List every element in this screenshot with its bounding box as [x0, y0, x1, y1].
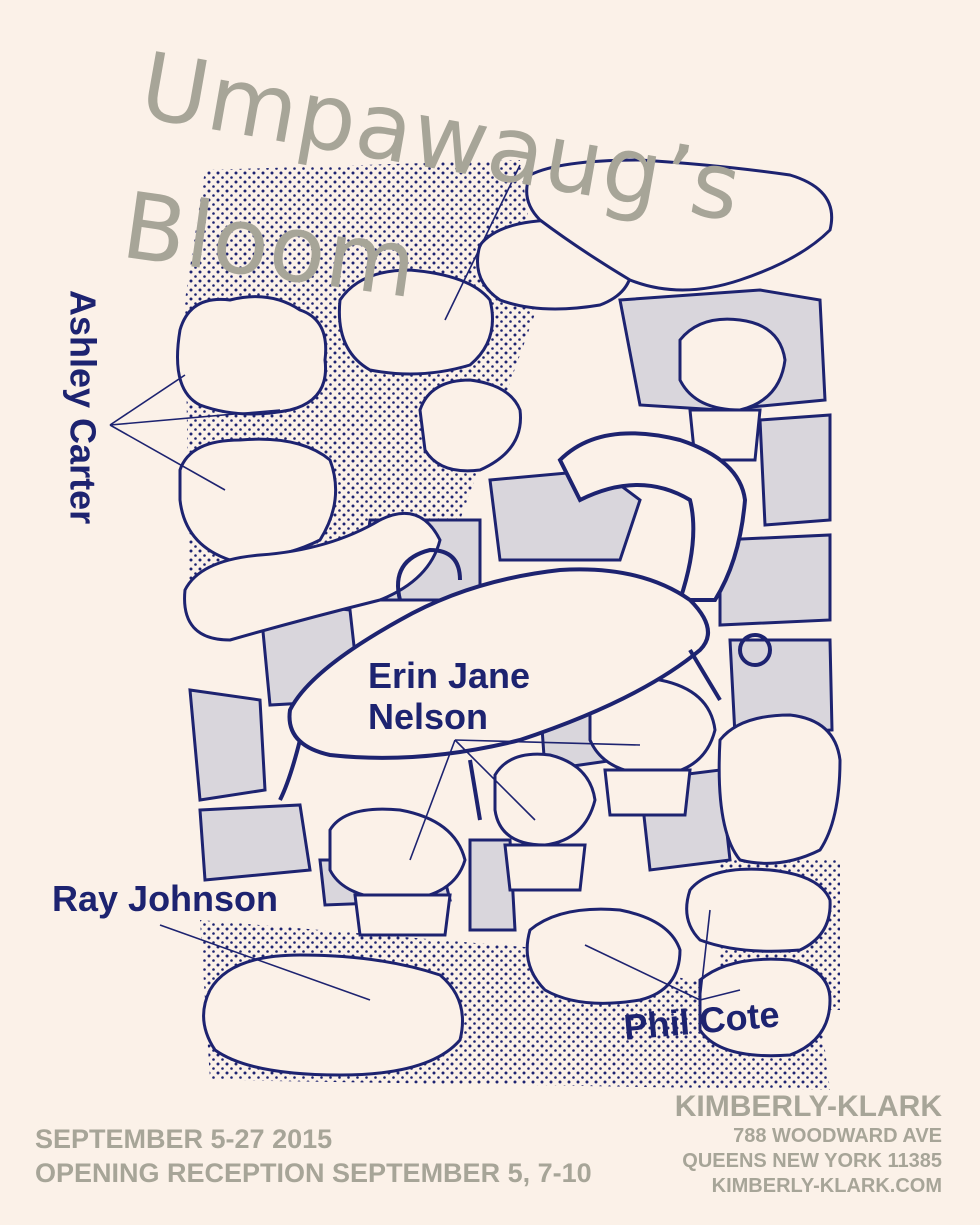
opening-reception: OPENING RECEPTION SEPTEMBER 5, 7-10: [35, 1158, 592, 1188]
gallery-name: KIMBERLY-KLARK: [674, 1090, 942, 1123]
gallery-street: 788 WOODWARD AVE: [733, 1125, 942, 1147]
venue-block: KIMBERLY-KLARK 788 WOODWARD AVE QUEENS N…: [675, 1090, 942, 1199]
leader-lines: [109, 164, 741, 1001]
flower-pots: [328, 317, 787, 937]
gallery-city: QUEENS NEW YORK 11385: [682, 1150, 942, 1172]
gallery-website: KIMBERLY-KLARK.COM: [711, 1175, 942, 1197]
artist-name-erin-line-1: Erin Jane: [368, 655, 531, 696]
event-dates-block: SEPTEMBER 5-27 2015 OPENING RECEPTION SE…: [35, 1122, 592, 1190]
artist-name-ray-johnson: Ray Johnson: [52, 878, 279, 919]
hedges: [176, 158, 842, 1077]
exhibition-dates: SEPTEMBER 5-27 2015: [35, 1124, 333, 1154]
artist-name-erin-line-2: Nelson: [368, 696, 489, 738]
garden-chair-icon: [278, 431, 772, 821]
artist-name-erin-jane-nelson: Erin Jane Nelson: [368, 655, 530, 738]
artist-name-ashley-carter: Ashley Carter: [62, 290, 104, 525]
